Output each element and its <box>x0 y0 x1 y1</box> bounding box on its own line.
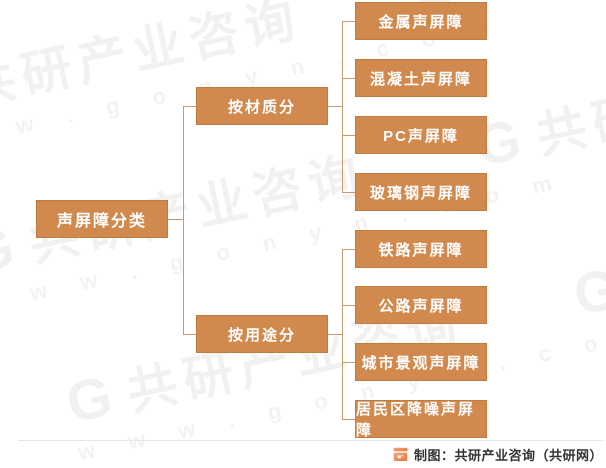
branch-node-by-usage: 按用途分 <box>196 315 328 353</box>
watermark-brand-text: 共研产业咨询 <box>531 38 606 165</box>
leaf-node-label: 城市景观声屏障 <box>361 354 481 372</box>
connector-line <box>342 248 355 250</box>
leaf-node-label: 混凝土声屏障 <box>369 70 472 88</box>
root-node-label: 声屏障分类 <box>56 213 147 230</box>
branch-node-label: 按材质分 <box>227 98 296 116</box>
connector-line <box>183 105 196 107</box>
gonyn-logo-icon <box>393 447 408 461</box>
credit-text: 制图：共研产业咨询（共研网） <box>413 448 603 463</box>
connector-line <box>341 249 343 420</box>
connector-line <box>328 105 342 107</box>
leaf-node-label: 玻璃钢声屏障 <box>369 184 472 202</box>
leaf-node: 铁路声屏障 <box>355 230 487 268</box>
watermark-band: G共研产业咨询G共研产业咨询 w w w . g o n y n . c o m… <box>0 0 606 162</box>
connector-line <box>342 304 355 306</box>
leaf-node: 玻璃钢声屏障 <box>355 173 487 211</box>
watermark-brand-row: G共研产业咨询G共研产业咨询 <box>61 43 606 436</box>
leaf-node-label: 铁路声屏障 <box>378 241 464 259</box>
leaf-node: 城市景观声屏障 <box>355 343 487 381</box>
connector-line <box>342 77 355 79</box>
branch-node-by-material: 按材质分 <box>196 87 328 125</box>
connector-line <box>328 333 342 335</box>
leaf-node-label: PC声屏障 <box>383 127 459 145</box>
leaf-node: 公路声屏障 <box>355 286 487 324</box>
leaf-node: PC声屏障 <box>355 116 487 154</box>
connector-line <box>182 106 184 334</box>
watermark-url-row: w w w . g o n y n . c o mw w w . g o n y… <box>0 163 606 316</box>
connector-line <box>342 20 355 22</box>
credit-line: 制图：共研产业咨询（共研网） <box>393 445 603 464</box>
watermark-gap <box>567 163 606 187</box>
watermark-brand-text: 共研产业咨询 <box>467 0 606 8</box>
connector-line <box>168 218 183 220</box>
leaf-node-label: 公路声屏障 <box>378 297 464 315</box>
connector-line <box>342 418 355 420</box>
connector-line <box>183 333 196 335</box>
connector-line <box>342 361 355 363</box>
gonyn-logo-watermark-glyph: G <box>568 254 606 328</box>
leaf-node-label: 金属声屏障 <box>378 13 464 31</box>
watermark-gap <box>503 7 606 31</box>
leaf-node: 金属声屏障 <box>355 2 487 40</box>
watermark-band: G共研产业咨询G共研产业咨询 w w w . g o n y n . c o m… <box>0 38 606 316</box>
connector-line <box>342 134 355 136</box>
gonyn-logo-watermark-glyph: G <box>61 362 125 436</box>
connector-line <box>342 191 355 193</box>
root-node: 声屏障分类 <box>36 200 168 238</box>
connector-line <box>341 21 343 192</box>
watermark-brand-row: G共研产业咨询G共研产业咨询 <box>0 38 606 287</box>
leaf-node: 居民区降噪声屏障 <box>355 400 487 439</box>
watermark-url-row: w w w . g o n y n . c o mw w w . g o n y… <box>0 0 606 162</box>
footer-separator <box>18 440 604 441</box>
leaf-node: 混凝土声屏障 <box>355 59 487 97</box>
gonyn-logo-watermark-glyph: G <box>0 213 27 287</box>
leaf-node-label: 居民区降噪声屏障 <box>356 401 476 439</box>
branch-node-label: 按用途分 <box>227 326 296 344</box>
